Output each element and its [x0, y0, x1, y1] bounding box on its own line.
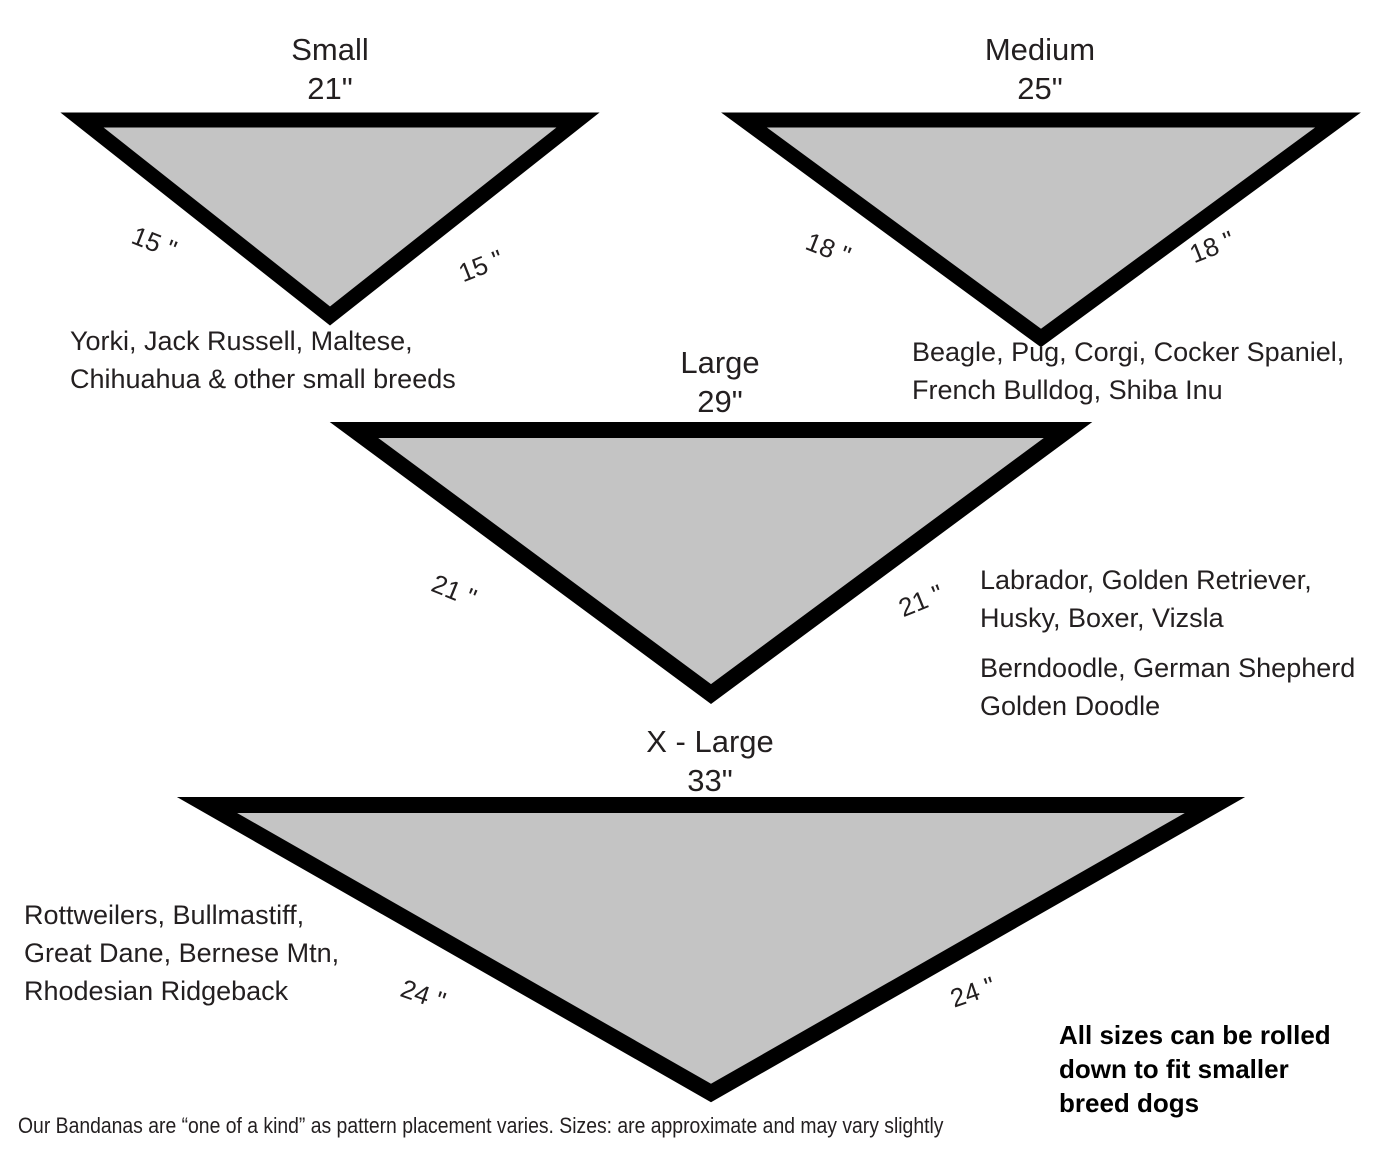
- note-line: All sizes can be rolled: [1059, 1020, 1331, 1050]
- size-width-medium: 25": [1017, 71, 1063, 106]
- triangle-shape-large: [329, 422, 1093, 704]
- size-width-small: 21": [307, 71, 353, 106]
- breed-group: Beagle, Pug, Corgi, Cocker Spaniel, Fren…: [912, 333, 1344, 409]
- size-title-large: Large 29": [570, 343, 870, 421]
- breed-line: French Bulldog, Shiba Inu: [912, 375, 1223, 405]
- size-name-small: Small: [291, 32, 369, 67]
- size-name-large: Large: [680, 345, 760, 380]
- size-width-xlarge: 33": [687, 763, 733, 798]
- breed-line: Rhodesian Ridgeback: [24, 976, 289, 1006]
- breed-line: Rottweilers, Bullmastiff,: [24, 900, 305, 930]
- breed-line: Labrador, Golden Retriever,: [980, 565, 1312, 595]
- edge-dim-small-right: 15 ": [454, 243, 508, 289]
- note-line: breed dogs: [1059, 1088, 1200, 1118]
- edge-dim-small-left: 15 ": [127, 220, 181, 265]
- breed-line: Great Dane, Bernese Mtn,: [24, 938, 340, 968]
- breed-group: Yorki, Jack Russell, Maltese, Chihuahua …: [70, 322, 456, 398]
- edge-dim-xlarge-left: 24 ": [396, 973, 450, 1017]
- breed-group: Rottweilers, Bullmastiff, Great Dane, Be…: [24, 896, 339, 1010]
- breed-list-small: Yorki, Jack Russell, Maltese, Chihuahua …: [70, 322, 456, 398]
- size-title-medium: Medium 25": [890, 30, 1190, 108]
- edge-dim-medium-right: 18 ": [1185, 224, 1239, 270]
- breed-list-xlarge: Rottweilers, Bullmastiff, Great Dane, Be…: [24, 896, 339, 1010]
- bandana-triangle-large: [329, 418, 1093, 706]
- breed-line: Yorki, Jack Russell, Maltese,: [70, 326, 413, 356]
- footer-disclaimer: Our Bandanas are “one of a kind” as patt…: [18, 1113, 943, 1139]
- bandana-triangle-medium: [721, 108, 1361, 350]
- triangle-shape-small: [60, 112, 600, 326]
- size-name-medium: Medium: [984, 32, 1096, 67]
- rolled-down-note: All sizes can be rolled down to fit smal…: [1059, 1018, 1331, 1120]
- note-line: down to fit smaller: [1059, 1054, 1289, 1084]
- breed-line: Beagle, Pug, Corgi, Cocker Spaniel,: [912, 337, 1345, 367]
- breed-line: Golden Doodle: [980, 691, 1161, 721]
- breed-list-large: Labrador, Golden Retriever, Husky, Boxer…: [980, 561, 1355, 725]
- triangle-shape-medium: [721, 112, 1361, 348]
- size-width-large: 29": [697, 384, 743, 419]
- bandana-triangle-small: [60, 108, 600, 328]
- footer-text: Our Bandanas are “one of a kind” as patt…: [18, 1113, 944, 1138]
- size-title-small: Small 21": [180, 30, 480, 108]
- breed-list-medium: Beagle, Pug, Corgi, Cocker Spaniel, Fren…: [912, 333, 1344, 409]
- breed-group: Labrador, Golden Retriever, Husky, Boxer…: [980, 561, 1355, 637]
- breed-group: Berndoodle, German Shepherd Golden Doodl…: [980, 649, 1355, 725]
- size-title-xlarge: X - Large 33": [560, 722, 860, 800]
- breed-line: Chihuahua & other small breeds: [70, 364, 456, 394]
- edge-dim-large-left: 21 ": [427, 568, 481, 613]
- size-name-xlarge: X - Large: [646, 724, 774, 759]
- breed-line: Husky, Boxer, Vizsla: [980, 603, 1224, 633]
- edge-dim-medium-left: 18 ": [801, 226, 855, 271]
- breed-line: Berndoodle, German Shepherd: [980, 653, 1356, 683]
- edge-dim-large-right: 21 ": [894, 578, 948, 623]
- edge-dim-xlarge-right: 24 ": [946, 970, 1000, 1014]
